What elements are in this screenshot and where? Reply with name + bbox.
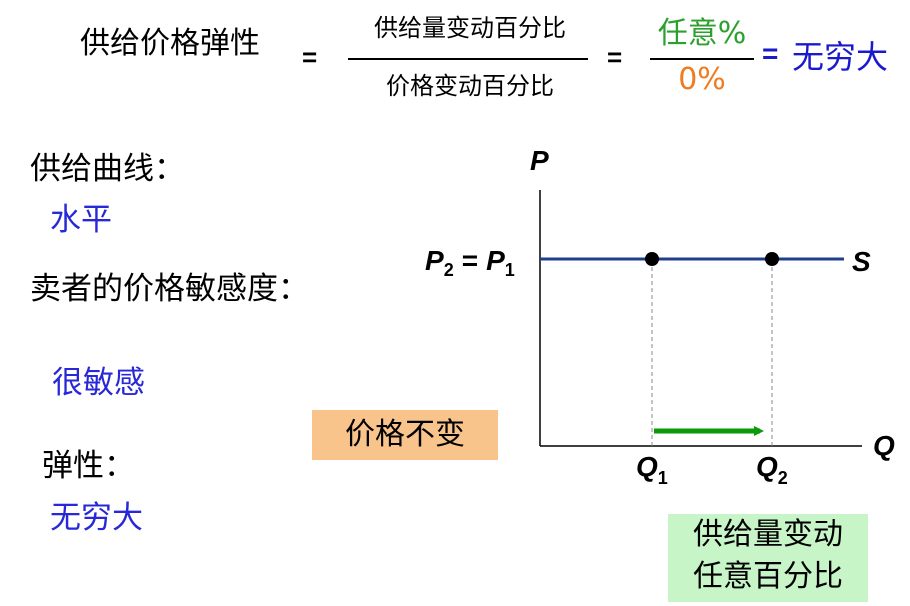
quantity-change-line2: 任意百分比 xyxy=(693,559,843,594)
price-label-sub2: 2 xyxy=(444,260,454,280)
q2-main: Q xyxy=(756,451,778,482)
supply-curve-value: 水平 xyxy=(50,202,112,238)
supply-curve-label: 供给曲线： xyxy=(30,151,185,187)
quantity-change-line1: 供给量变动 xyxy=(693,517,843,552)
price-label-sub1: 1 xyxy=(505,260,515,280)
formula-lhs: 供给价格弹性 xyxy=(80,26,260,61)
fraction2-denominator: 0% xyxy=(678,62,726,97)
q2-sub: 2 xyxy=(778,468,788,488)
elasticity-label: 弹性： xyxy=(42,448,135,484)
sensitivity-label: 卖者的价格敏感度： xyxy=(30,271,309,307)
formula-equals-3: = xyxy=(762,38,779,69)
fraction1-numerator: 供给量变动百分比 xyxy=(374,14,566,42)
price-unchanged-box: 价格不变 xyxy=(312,410,498,460)
fraction2-bar xyxy=(650,58,754,60)
formula-result: 无穷大 xyxy=(792,38,889,76)
price-label-p1: P xyxy=(486,245,505,276)
y-axis-label: P xyxy=(530,145,549,176)
q2-label: Q2 xyxy=(756,451,788,488)
price-label-p2: P xyxy=(425,245,444,276)
supply-curve-label: S xyxy=(852,246,871,277)
elasticity-value: 无穷大 xyxy=(50,500,143,536)
fraction1-denominator: 价格变动百分比 xyxy=(386,72,554,100)
q1-sub: 1 xyxy=(658,468,668,488)
q1-label: Q1 xyxy=(636,451,668,488)
formula-equals-2: = xyxy=(607,42,623,72)
formula-equals-1: = xyxy=(302,42,318,72)
sensitivity-value: 很敏感 xyxy=(52,365,145,401)
price-label: P2=P1 xyxy=(425,245,515,280)
price-label-eq: = xyxy=(462,245,478,276)
q1-main: Q xyxy=(636,451,658,482)
point-q1 xyxy=(645,252,659,266)
point-q2 xyxy=(765,252,779,266)
x-axis-label: Q xyxy=(873,430,895,461)
quantity-change-box: 供给量变动 任意百分比 xyxy=(668,514,868,602)
fraction1-bar xyxy=(348,58,588,60)
fraction2-numerator: 任意% xyxy=(657,16,747,51)
